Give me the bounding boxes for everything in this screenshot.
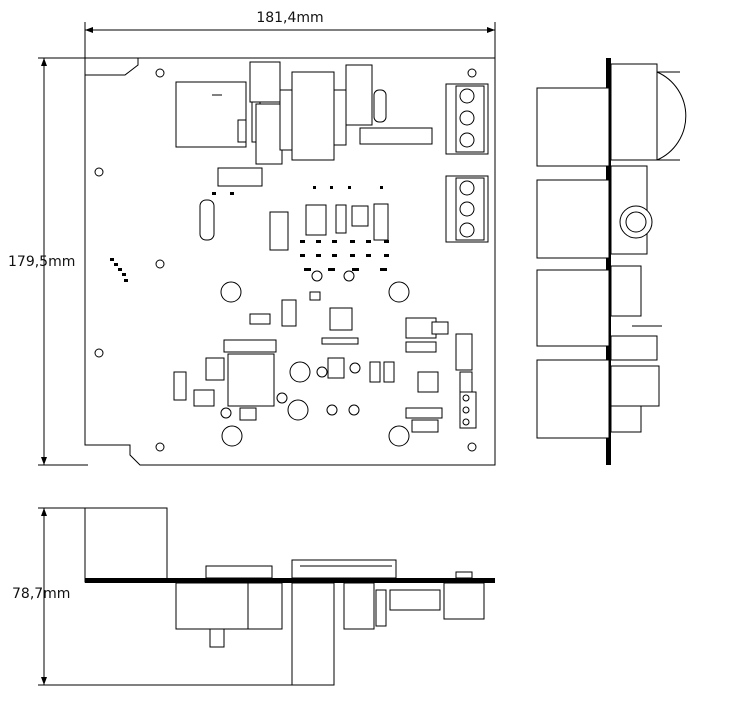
width-label: 181,4mm (256, 10, 323, 26)
mounting-holes (94, 68, 477, 452)
power-section (175, 61, 433, 251)
side-view (536, 58, 687, 465)
height-label: 179,5mm (8, 254, 75, 270)
smd-pads (110, 186, 389, 282)
height-dimension: 179,5mm (8, 57, 88, 466)
terminal-block-upper (445, 83, 489, 155)
depth-label: 78,7mm (12, 586, 70, 602)
terminal-block-lower (445, 175, 489, 243)
front-view: 78,7mm (12, 507, 495, 686)
top-view: 181,4mm 179,5mm (8, 10, 496, 466)
width-dimension: 181,4mm (84, 10, 496, 58)
depth-dimension: 78,7mm (12, 507, 334, 686)
lower-components (173, 270, 477, 447)
